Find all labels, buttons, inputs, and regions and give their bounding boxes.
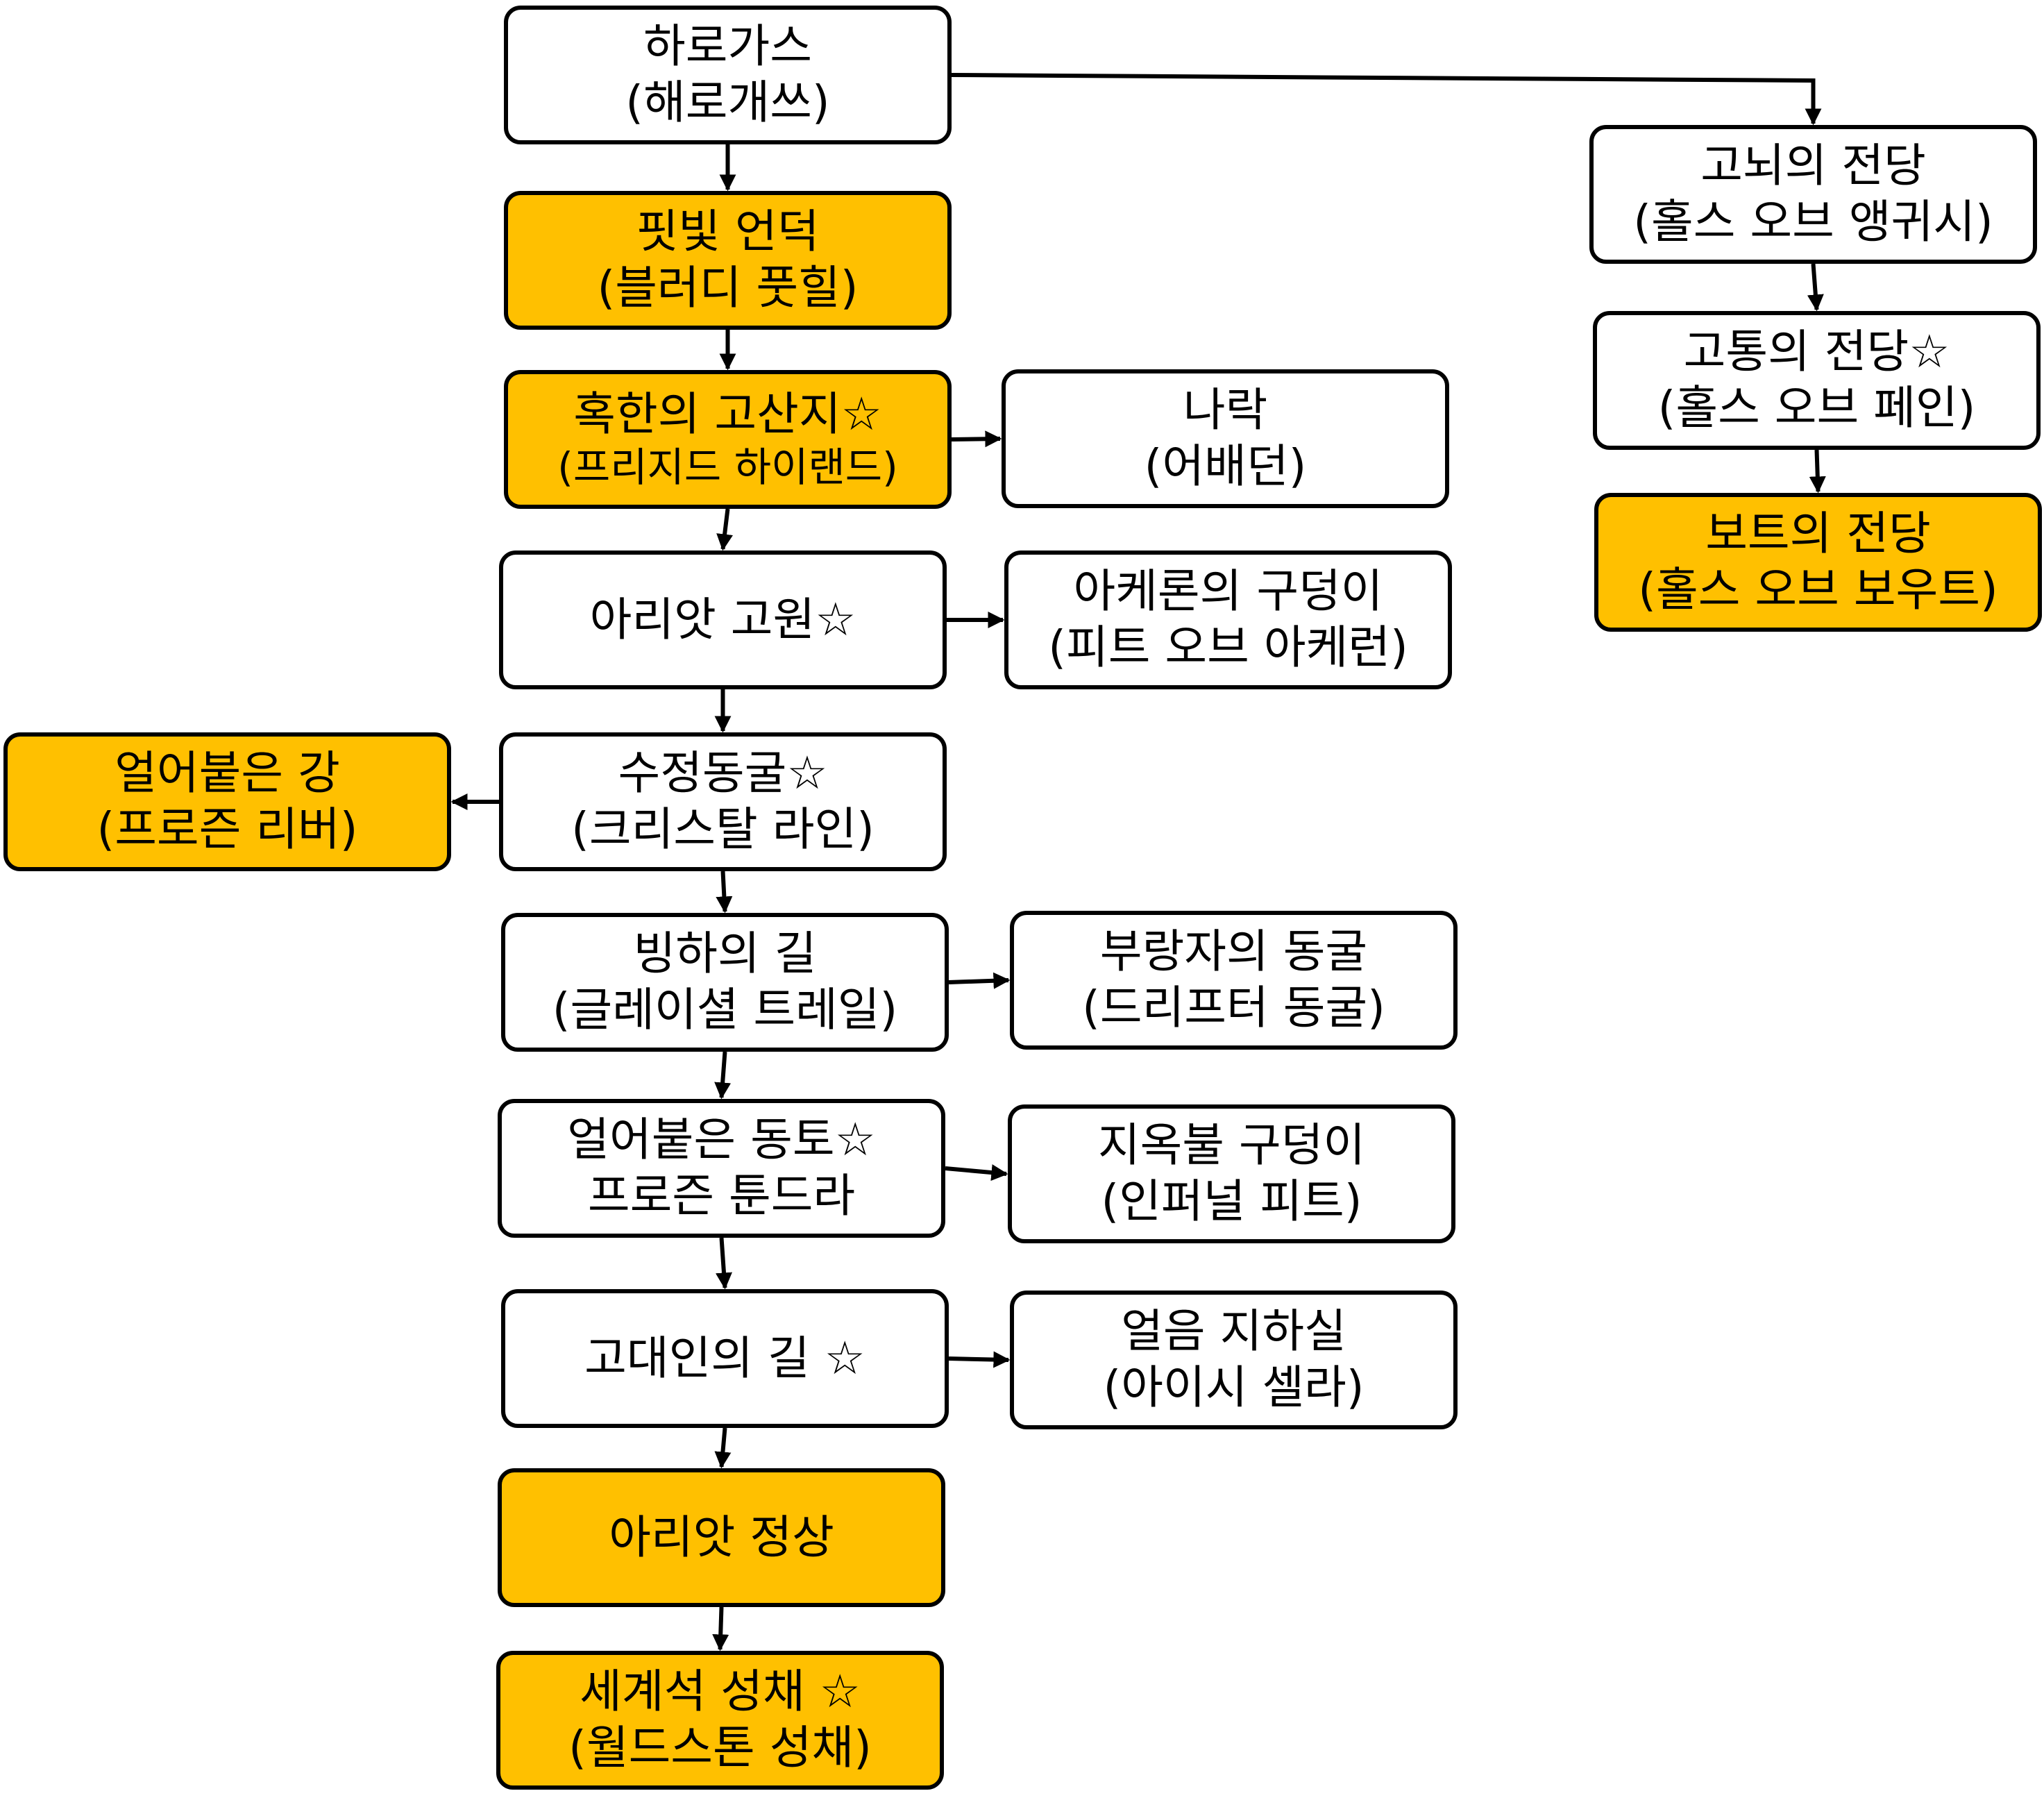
node-title: 고대인의 길 ☆: [584, 1331, 865, 1385]
node-title: 수정동굴☆: [618, 746, 828, 800]
node-subtitle: (크리스탈 라인): [571, 802, 875, 856]
node-halls-of-vaught: 보트의 전당 (홀스 오브 보우트): [1594, 493, 2042, 632]
node-drifter-cavern: 부랑자의 동굴 (드리프터 동굴): [1010, 911, 1458, 1050]
node-abaddon: 나락 (어배던): [1002, 369, 1449, 508]
node-subtitle: (프리지드 하이랜드): [557, 443, 898, 491]
node-subtitle: (피트 오브 아케런): [1048, 621, 1408, 674]
arrow-arreat-summit-to-worldstone-keep: [712, 1606, 729, 1651]
node-title: 핏빛 언덕: [636, 205, 820, 259]
node-title: 아케론의 구덩이: [1073, 564, 1383, 619]
arrow-ancients-way-to-icy-cellar: [948, 1351, 1011, 1368]
node-glacial-trail: 빙하의 길 (글레이셜 트레일): [501, 913, 949, 1052]
arrow-crystalline-passage-to-glacial-trail: [716, 871, 733, 914]
node-halls-of-pain: 고통의 전당☆ (홀스 오브 페인): [1593, 311, 2041, 450]
node-title: 얼음 지하실: [1121, 1304, 1346, 1359]
node-subtitle: (글레이셜 트레일): [552, 983, 898, 1036]
node-pit-of-acheron: 아케론의 구덩이 (피트 오브 아케런): [1004, 550, 1452, 689]
arrow-halls-of-pain-to-halls-of-vaught: [1809, 449, 1826, 494]
node-subtitle: (프로즌 리버): [96, 802, 358, 856]
node-title: 빙하의 길: [633, 927, 817, 981]
node-title: 보트의 전당: [1705, 507, 1931, 561]
node-title: 세계석 성채 ☆: [580, 1665, 861, 1719]
arrow-frozen-tundra-to-ancients-way: [716, 1237, 732, 1290]
node-subtitle: (홀스 오브 보우트): [1638, 563, 1998, 616]
arrow-glacial-trail-to-frozen-tundra: [714, 1051, 732, 1100]
node-harrogath: 하로가스 (해로개쓰): [504, 6, 952, 144]
arrow-glacial-trail-to-drifter-cavern: [948, 972, 1011, 989]
arrow-halls-of-anguish-to-halls-of-pain: [1807, 263, 1824, 312]
arrow-ancients-way-to-arreat-summit: [714, 1427, 732, 1469]
node-ancients-way: 고대인의 길 ☆: [501, 1289, 949, 1428]
node-infernal-pit: 지옥불 구덩이 (인퍼널 피트): [1008, 1104, 1455, 1243]
node-title: 얼어붙은 동토☆: [567, 1113, 876, 1167]
node-frozen-river: 얼어붙은 강 (프로즌 리버): [3, 732, 451, 871]
node-title: 고뇌의 전당: [1700, 139, 1926, 193]
node-subtitle: (월드스톤 성채): [568, 1721, 872, 1774]
node-halls-of-anguish: 고뇌의 전당 (홀스 오브 앵귀시): [1589, 125, 2037, 264]
node-subtitle: 프로즌 툰드라: [587, 1169, 856, 1222]
node-subtitle: (인퍼널 피트): [1101, 1175, 1362, 1228]
node-worldstone-keep: 세계석 성채 ☆ (월드스톤 성채): [496, 1651, 944, 1790]
arrow-frigid-highlands-to-arreat-plateau: [716, 508, 734, 551]
node-bloody-foothills: 핏빛 언덕 (블러디 풋힐): [504, 191, 952, 330]
node-title: 아리앗 고원☆: [589, 592, 856, 646]
arrow-harrogath-to-halls-of-anguish: [951, 73, 1822, 126]
node-icy-cellar: 얼음 지하실 (아이시 셀라): [1010, 1291, 1458, 1429]
node-arreat-summit: 아리앗 정상: [498, 1468, 945, 1607]
node-title: 지옥불 구덩이: [1097, 1118, 1366, 1173]
node-crystalline-passage: 수정동굴☆ (크리스탈 라인): [499, 732, 947, 871]
node-subtitle: (홀스 오브 앵귀시): [1633, 195, 1993, 249]
node-subtitle: (홀스 오브 페인): [1657, 381, 1976, 435]
node-title: 혹한의 고산지☆: [573, 387, 882, 442]
arrow-frozen-tundra-to-infernal-pit: [945, 1164, 1008, 1181]
node-title: 고통의 전당☆: [1683, 325, 1950, 379]
node-title: 아리앗 정상: [609, 1510, 834, 1564]
node-subtitle: (드리프터 동굴): [1082, 981, 1385, 1034]
node-arreat-plateau: 아리앗 고원☆: [499, 550, 947, 689]
node-frozen-tundra: 얼어붙은 동토☆ 프로즌 툰드라: [498, 1099, 945, 1238]
node-title: 얼어붙은 강: [115, 746, 340, 800]
node-subtitle: (어배던): [1144, 439, 1307, 493]
node-subtitle: (해로개쓰): [625, 76, 830, 129]
node-frigid-highlands: 혹한의 고산지☆ (프리지드 하이랜드): [504, 370, 952, 509]
node-subtitle: (블러디 풋힐): [597, 261, 859, 314]
node-title: 부랑자의 동굴: [1099, 925, 1368, 979]
node-title: 나락: [1183, 383, 1268, 437]
node-title: 하로가스: [643, 19, 812, 74]
node-subtitle: (아이시 셀라): [1103, 1361, 1365, 1414]
